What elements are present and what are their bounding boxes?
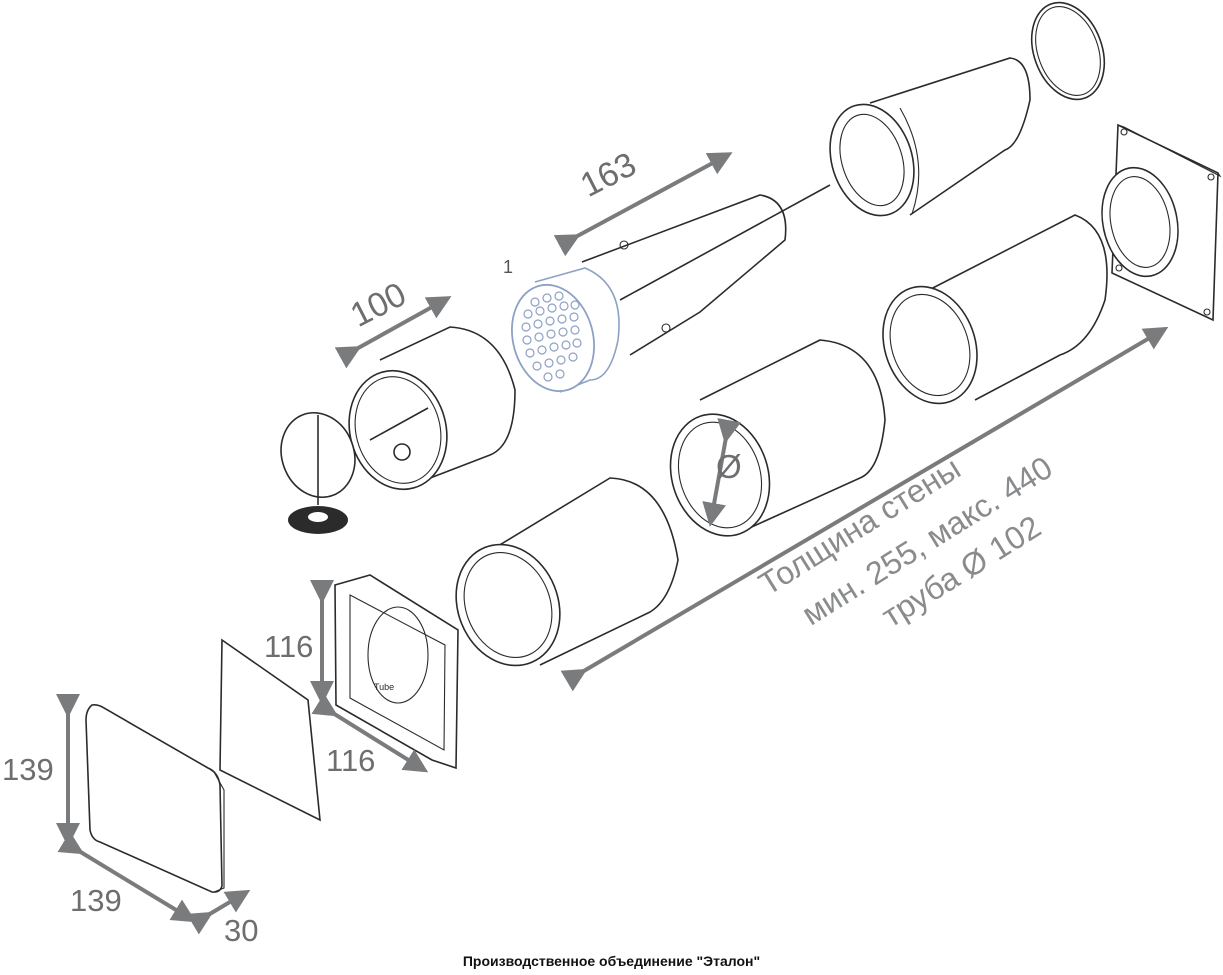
front-panel — [219, 638, 321, 822]
filter-number-label: 1 — [503, 257, 514, 277]
cone-reducer — [829, 57, 1031, 217]
damper-cartridge — [348, 326, 516, 491]
cover-height-label: 139 — [2, 752, 54, 787]
inner-frame: Tube — [334, 574, 459, 770]
pipe-segment-front — [455, 477, 679, 667]
damper-flap — [280, 411, 356, 534]
frame-width-label: 116 — [326, 743, 376, 778]
seal-ring — [1030, 1, 1106, 101]
frame-height-label: 116 — [264, 629, 314, 664]
cover-depth-label: 30 — [224, 913, 259, 948]
cover-width-label: 139 — [70, 883, 122, 918]
wall-flange — [1101, 123, 1222, 322]
decorative-cover — [85, 704, 225, 893]
svg-text:Tube: Tube — [374, 682, 394, 692]
pipe-diameter-symbol: Ø — [716, 448, 742, 485]
dimension-arrows — [56, 152, 1169, 935]
footer-company-name: Производственное объединение "Эталон" — [462, 953, 761, 969]
filter-cartridge — [511, 267, 620, 393]
